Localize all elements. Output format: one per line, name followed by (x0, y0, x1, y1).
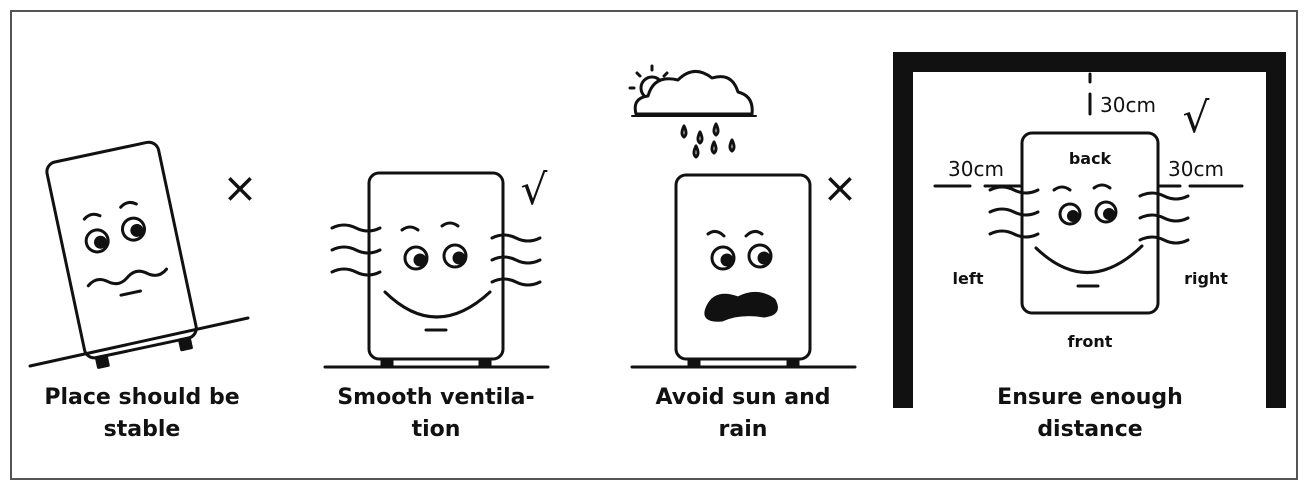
left-label: left (953, 269, 984, 288)
raindrop-4 (692, 144, 700, 159)
eye-right (1094, 200, 1118, 224)
panel-ventilation (323, 171, 550, 369)
cross-mark-icon: × (822, 163, 857, 212)
eye-left (403, 245, 429, 271)
caption-line: distance (1037, 417, 1143, 442)
unit-body (1020, 131, 1160, 315)
caption-line: rain (718, 417, 768, 442)
eye-left (710, 245, 736, 271)
airflow-right-2 (490, 255, 542, 265)
check-mark-icon: √ (1183, 93, 1210, 142)
airflow-left-1 (988, 185, 1040, 195)
airflow-right-2 (1138, 213, 1190, 223)
unit-tilted (45, 140, 198, 369)
unit-foot-left (380, 357, 394, 369)
raindrop-1 (680, 124, 688, 139)
mouth-wavy (86, 267, 169, 288)
airflow-right-1 (1138, 191, 1190, 201)
caption-line: stable (103, 417, 181, 442)
eye-right (747, 243, 773, 269)
panel-stable (28, 140, 250, 369)
caption-ventilation: Smooth ventila- tion (306, 382, 566, 446)
eyebrow-right (1092, 183, 1112, 190)
mouth-smile (383, 290, 492, 319)
eye-right (120, 216, 146, 242)
panel-sun-rain (628, 64, 857, 369)
eyebrow-left (400, 225, 420, 232)
unit-foot-left (94, 354, 110, 369)
caption-line: Avoid sun and (655, 385, 831, 410)
raindrop-5 (710, 140, 718, 155)
top-distance-label: 30cm (1100, 93, 1156, 117)
pupil-left (1067, 210, 1079, 222)
unit-foot-right (478, 357, 492, 369)
caption-distance: Ensure enough distance (960, 382, 1220, 446)
eyebrow-left (706, 229, 726, 238)
airflow-left-1 (330, 223, 382, 233)
cross-mark-icon: × (222, 163, 257, 212)
chin-line (119, 289, 143, 297)
caption-stable: Place should be stable (12, 382, 272, 446)
caption-line: tion (411, 417, 461, 442)
airflow-right-3 (490, 277, 542, 287)
eyebrow-right (440, 221, 460, 228)
unit-body (674, 173, 812, 361)
raindrop-2 (696, 130, 704, 145)
pupil-left (413, 253, 427, 267)
pupil-left (94, 235, 108, 249)
back-label: back (1069, 149, 1112, 168)
cloud-icon (633, 70, 754, 116)
caption-line: Ensure enough (997, 385, 1183, 410)
raindrop-3 (712, 122, 720, 137)
airflow-left-2 (330, 245, 382, 255)
airflow-right-3 (1138, 235, 1190, 245)
pupil-right (1103, 208, 1115, 220)
eyebrow-right (119, 200, 138, 209)
unit-foot-right (786, 357, 800, 369)
eyebrow-left (1052, 185, 1072, 192)
eyebrow-left (82, 212, 102, 221)
right-label: right (1184, 269, 1228, 288)
left-distance-label: 30cm (948, 157, 1004, 181)
airflow-left-2 (988, 207, 1040, 217)
right-distance-label: 30cm (1168, 157, 1224, 181)
eye-left (1058, 202, 1082, 226)
mouth-frown (704, 292, 778, 322)
panel-distance (893, 52, 1286, 408)
pupil-right (452, 251, 466, 265)
unit-foot-left (687, 357, 701, 369)
front-label: front (1068, 332, 1113, 351)
caption-line: Smooth ventila- (337, 385, 535, 410)
eye-right (442, 243, 468, 269)
eye-left (84, 228, 110, 254)
eyebrow-right (744, 229, 764, 238)
raindrop-6 (728, 138, 736, 153)
unit-body (45, 140, 198, 360)
slope-floor (28, 316, 250, 368)
airflow-left-3 (330, 267, 382, 277)
unit-body (367, 171, 505, 361)
check-mark-icon: √ (521, 165, 548, 214)
airflow-right-1 (490, 233, 542, 243)
unit-foot-right (178, 336, 193, 352)
pupil-right (757, 251, 771, 265)
caption-sun-rain: Avoid sun and rain (613, 382, 873, 446)
mouth-smile (1034, 244, 1144, 274)
caption-line: Place should be (44, 385, 240, 410)
airflow-left-3 (988, 229, 1040, 239)
pupil-right (130, 223, 144, 237)
pupil-left (720, 253, 734, 267)
